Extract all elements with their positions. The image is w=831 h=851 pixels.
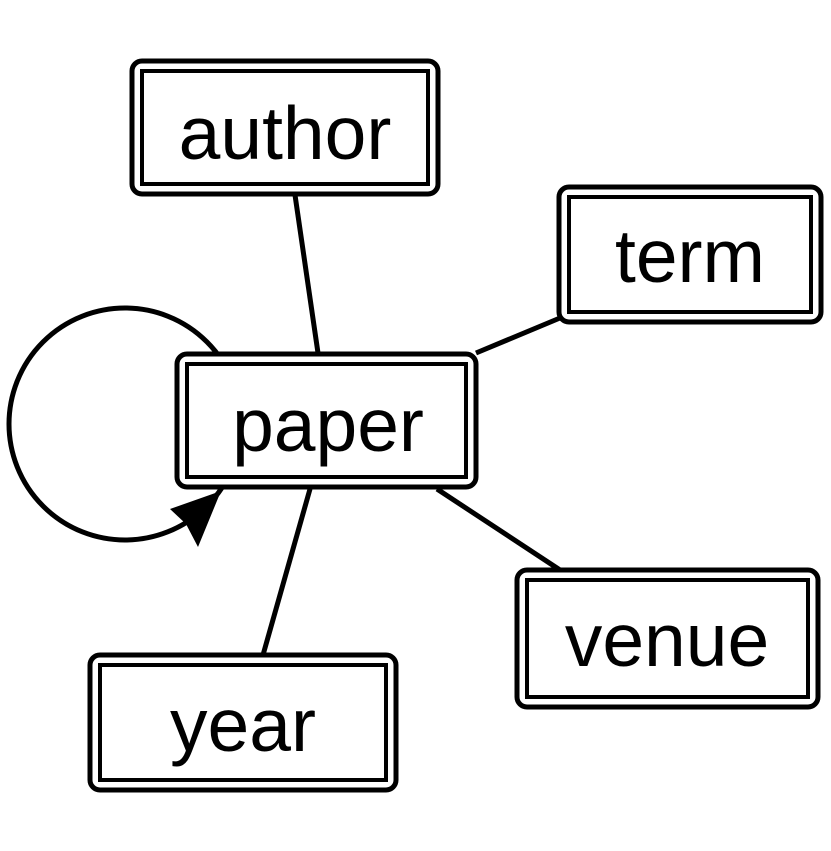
node-author-label: author — [179, 91, 392, 175]
node-term: term — [556, 184, 824, 325]
edge-term-paper — [475, 315, 561, 356]
node-year: year — [87, 652, 399, 793]
node-paper-label: paper — [232, 383, 424, 467]
node-year-inner-border — [98, 663, 388, 782]
node-venue-inner-border — [525, 578, 810, 699]
node-term-label: term — [615, 214, 765, 298]
node-author-inner-border — [140, 69, 430, 186]
node-year-label: year — [170, 683, 316, 767]
self-loop-arrowhead — [170, 491, 221, 547]
node-paper: paper — [174, 351, 479, 490]
node-year-outer-border — [87, 652, 399, 793]
edge-paper-year — [260, 488, 313, 656]
node-term-inner-border — [567, 195, 813, 314]
node-paper-outer-border — [174, 351, 479, 490]
node-venue-outer-border — [514, 567, 821, 710]
edge-author-paper — [292, 194, 321, 354]
node-paper-inner-border — [185, 362, 468, 479]
node-author-outer-border — [129, 58, 441, 197]
node-venue-label: venue — [565, 598, 769, 682]
node-venue: venue — [514, 567, 821, 710]
node-author: author — [129, 58, 441, 197]
node-term-outer-border — [556, 184, 824, 325]
edge-paper-venue — [435, 486, 562, 573]
